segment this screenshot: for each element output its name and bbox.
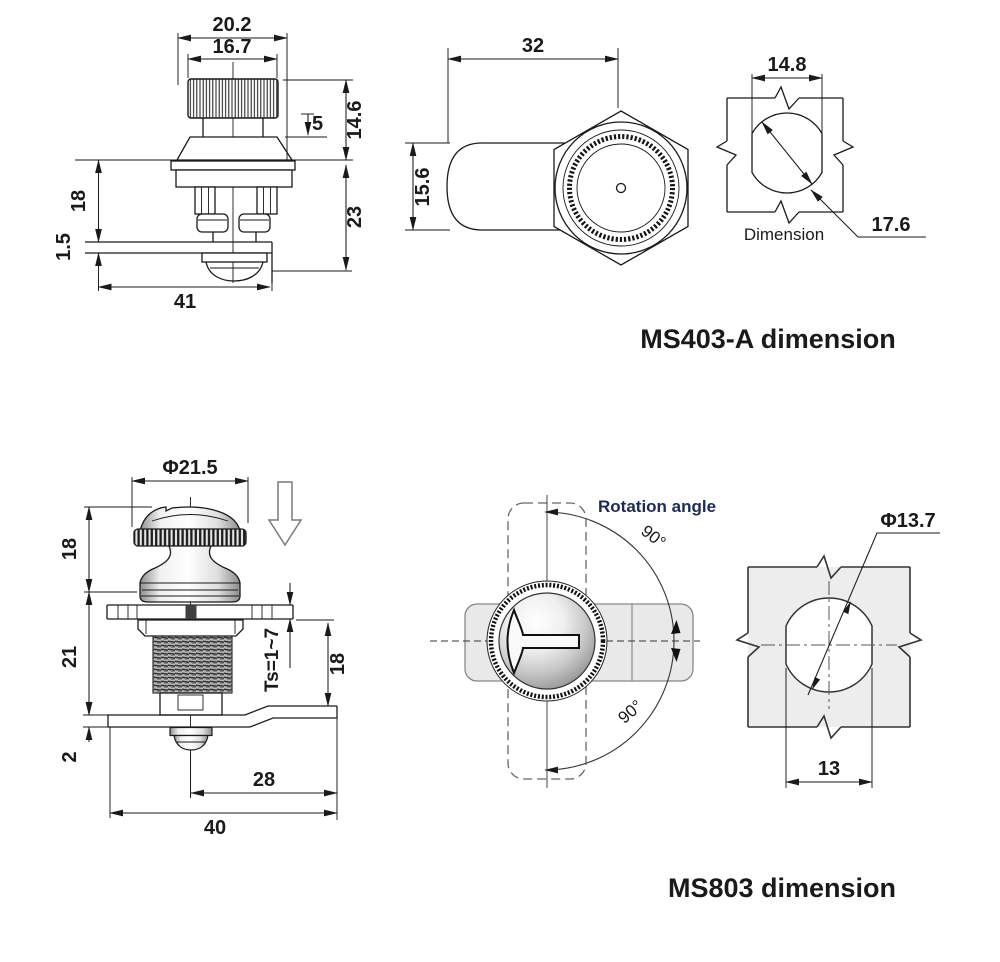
ms403a-side-view: 20.2 16.7 5 14.6 18 1.5 23 41 (53, 14, 366, 313)
arc-tick-down (671, 648, 681, 662)
leader-17-6 (810, 189, 926, 238)
ms403a-title: MS403-A dimension (640, 324, 896, 354)
right-foot (238, 213, 271, 233)
ms803-side-view: Φ21.5 18 21 2 Ts=1~7 18 28 40 (59, 457, 349, 839)
arc-tick-up (671, 620, 681, 634)
threaded-barrel (152, 635, 233, 694)
ms803-cutout-dimensions: Φ13.7 13 (785, 510, 940, 788)
angle-lower: 90° (614, 696, 646, 727)
dim-hole-diameter: 17.6 (872, 214, 911, 236)
knob-knurl-ring (133, 528, 247, 547)
break-mark-left (715, 140, 738, 166)
bezel-circle (562, 129, 680, 247)
dim-across-flats: 14.8 (768, 54, 807, 76)
knurled-cap (187, 78, 279, 119)
dim-plate-thickness: 1.5 (53, 233, 75, 261)
left-leg (194, 186, 216, 215)
panel-square (715, 85, 855, 225)
knob-dome (139, 506, 241, 532)
dim-body-height: 21 (59, 646, 81, 668)
dim-body-height: 18 (68, 190, 90, 212)
ms803-cutout-view: Φ13.7 13 (735, 510, 940, 788)
ms403a-cutout-dimensions: 14.8 17.6 Dimension (744, 54, 926, 244)
angle-upper: 90° (637, 521, 669, 552)
dim-length: 32 (522, 35, 544, 57)
face-circle (576, 143, 666, 233)
dim-cam-length: 40 (204, 817, 226, 839)
break-mark-left (735, 632, 761, 658)
ms403a-rear-view: 32 15.6 (405, 35, 689, 266)
break-mark-right (897, 632, 923, 658)
dim-knob-height: 18 (59, 538, 81, 560)
dim-knurl-width: 16.7 (213, 36, 252, 58)
cap-skirt (175, 136, 294, 161)
dim-cam-thickness: 2 (59, 751, 81, 762)
leader-13-7 (807, 532, 940, 696)
break-mark-top (816, 554, 842, 580)
retainer-flange (169, 726, 213, 737)
dim-grip-range: 18 (327, 653, 349, 675)
retainer-dome (205, 261, 264, 282)
break-mark-top (774, 85, 800, 111)
dim-knob-diameter: Φ21.5 (162, 457, 217, 479)
flange (170, 160, 296, 171)
dim-hole-diameter: Φ13.7 (880, 510, 935, 532)
right-leg (256, 186, 278, 215)
rotation-angle-label: Rotation angle (598, 497, 716, 516)
collar-slot (177, 694, 204, 711)
cam-top (108, 705, 337, 716)
dim-cam-length: 41 (174, 291, 196, 313)
cam-bottom (108, 717, 337, 728)
dim-lower-height: 23 (344, 206, 366, 228)
anti-rotation-key (185, 605, 197, 619)
dim-across-flats: 13 (818, 758, 840, 780)
dim-cam-reach: 28 (253, 769, 275, 791)
push-arrow-icon (267, 481, 303, 547)
panel-square (735, 554, 923, 740)
dim-step: 5 (312, 113, 323, 135)
mounting-nut (137, 619, 244, 637)
dim-panel-thickness: Ts=1~7 (262, 628, 283, 692)
diameter-arrow (761, 121, 813, 185)
dim-head-height: 14.6 (344, 101, 366, 140)
retainer-rim (201, 252, 268, 263)
ms403a-side-dimensions: 20.2 16.7 5 14.6 18 1.5 23 41 (53, 14, 366, 313)
lower-collar (159, 692, 223, 716)
ms403a-rear-dimensions: 32 15.6 (405, 35, 619, 231)
knob-bell (139, 545, 241, 603)
upper-body (175, 169, 293, 188)
center-hole (615, 182, 627, 194)
ms803-side-part (106, 481, 338, 798)
dim-cap-od: 20.2 (213, 14, 252, 36)
ms803-front-view: Rotation angle 90° 90° (430, 495, 716, 788)
rotation-arc (544, 508, 675, 774)
ms803-side-dimensions: Φ21.5 18 21 2 Ts=1~7 18 28 40 (59, 457, 349, 839)
ms403a-cutout-view: 14.8 17.6 Dimension (715, 54, 926, 244)
ms803-title: MS803 dimension (668, 873, 896, 903)
ms403a-side-part (85, 62, 296, 283)
retainer-dome (173, 734, 209, 751)
break-mark-bottom (816, 714, 842, 740)
dim-cam-height: 15.6 (412, 168, 434, 207)
t-slot (506, 607, 580, 676)
washer-circle (554, 121, 688, 255)
break-mark-right (832, 140, 855, 166)
knurl-ring (567, 134, 675, 242)
break-mark-bottom (774, 199, 800, 225)
cutout-caption: Dimension (744, 225, 824, 244)
left-foot (196, 213, 229, 233)
